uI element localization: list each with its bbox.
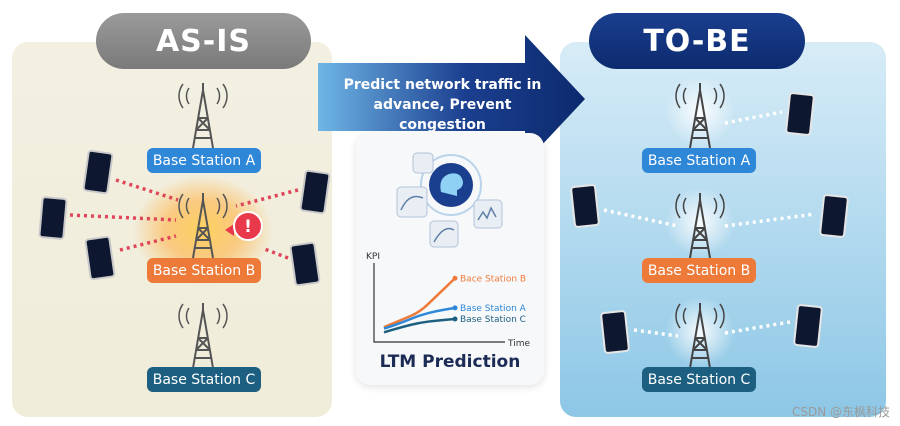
to-be-title: TO-BE (589, 13, 805, 69)
phone-icon (793, 304, 823, 348)
congested-links (69, 178, 299, 260)
tower-icon (675, 83, 725, 149)
tower-icon (675, 193, 725, 259)
phone-icon (82, 149, 114, 195)
series-end-point-0 (452, 275, 458, 281)
phone-icon (84, 235, 116, 281)
congestion-glow (133, 175, 273, 285)
right-station-b-label: Base Station B (642, 258, 756, 283)
phone-icon (289, 241, 321, 287)
phone-icon (785, 92, 815, 136)
series-line-2 (383, 317, 456, 334)
series-label-0: Bace Station B (460, 274, 526, 284)
chart-axes (373, 263, 505, 343)
left-station-b-label: Base Station B (147, 258, 261, 283)
tower-icon (178, 83, 228, 149)
arrow-caption-line2: advance, Prevent congestion (373, 97, 512, 133)
big-arrow (318, 35, 585, 163)
left-station-c-label: Base Station C (147, 367, 261, 392)
y-axis-label: KPI (366, 252, 380, 262)
arrow-caption: Predict network traffic in advance, Prev… (330, 75, 555, 135)
as-is-title: AS-IS (96, 13, 311, 69)
left-station-a-label: Base Station A (147, 148, 261, 173)
x-axis-label: Time (507, 339, 530, 349)
mini-chart-icon (429, 220, 459, 248)
series-end-point-1 (452, 305, 458, 311)
series-label-2: Base Station C (460, 315, 526, 325)
ltm-prediction-title: LTM Prediction (379, 352, 521, 372)
phone-icon (38, 196, 68, 240)
phone-icon (299, 169, 331, 215)
watermark: CSDN @东枫科技 (791, 405, 890, 419)
phone-icon (600, 310, 630, 354)
tower-icon (675, 303, 725, 369)
series-line-1 (383, 306, 456, 330)
mini-chart-icon (396, 186, 428, 218)
right-station-c-label: Base Station C (642, 367, 756, 392)
series-line-0 (383, 277, 456, 329)
tower-icon (178, 303, 228, 369)
arrow-caption-line1: Predict network traffic in (343, 77, 542, 93)
balanced-links (603, 110, 816, 338)
phone-icon (570, 184, 600, 228)
mini-chart-icon (412, 152, 434, 174)
series-end-point-2 (452, 316, 458, 322)
svg-text:!: ! (244, 217, 252, 237)
series-label-1: Base Station A (460, 304, 527, 314)
right-station-a-label: Base Station A (642, 148, 756, 173)
phone-icon (819, 194, 849, 238)
alert-icon (233, 211, 263, 241)
tower-icon (178, 193, 228, 259)
